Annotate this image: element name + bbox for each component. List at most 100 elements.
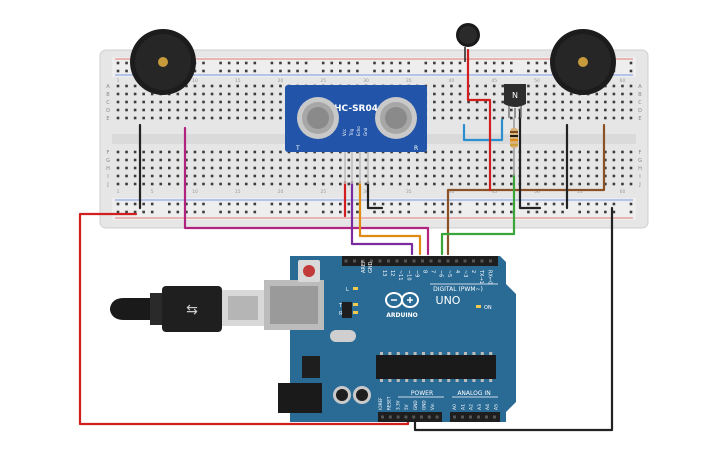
breadboard-hole xyxy=(296,182,299,186)
row-letter: B xyxy=(106,92,110,98)
rail-hole xyxy=(552,202,556,206)
wire-sensor-orange xyxy=(358,180,422,256)
breadboard-hole xyxy=(586,108,590,112)
rail-hole xyxy=(304,69,308,73)
rail-hole xyxy=(501,69,505,73)
breadboard-hole xyxy=(475,150,479,154)
rail-hole xyxy=(441,69,445,73)
column-number: 50 xyxy=(534,78,540,84)
breadboard-hole xyxy=(458,116,462,120)
breadboard-hole xyxy=(501,182,505,186)
breadboard-hole xyxy=(133,84,137,88)
rail-hole xyxy=(116,202,120,206)
breadboard-hole xyxy=(279,84,282,88)
digital-pin-label: 2 xyxy=(470,270,476,273)
breadboard-hole xyxy=(544,158,547,162)
rail-hole xyxy=(501,210,505,214)
rail-hole xyxy=(125,210,128,214)
header-hole xyxy=(412,259,416,263)
breadboard-hole xyxy=(535,174,539,178)
ultrasonic-sensor: HC-SR04 T R Vcc Trig Echo Gnd xyxy=(285,85,427,184)
header-hole xyxy=(396,415,400,419)
breadboard-hole xyxy=(356,174,359,178)
rail-hole xyxy=(244,69,248,73)
rail-hole xyxy=(475,202,479,206)
row-letter: F xyxy=(639,150,642,156)
rail-hole xyxy=(287,210,291,214)
wire-magenta-buzzer xyxy=(183,126,430,256)
breadboard-hole xyxy=(313,174,316,178)
breadboard-hole xyxy=(270,166,274,170)
rail-hole xyxy=(407,210,410,214)
breadboard-hole xyxy=(458,182,462,186)
breadboard-hole xyxy=(561,150,564,154)
header-hole xyxy=(395,259,399,263)
header-hole xyxy=(353,259,356,263)
sensor-pin-echo: Echo xyxy=(356,126,361,136)
sensor-right-tag: R xyxy=(414,145,418,152)
breadboard-hole xyxy=(621,92,624,96)
breadboard-hole xyxy=(321,158,325,162)
breadboard-hole xyxy=(227,158,231,162)
row-letter: D xyxy=(638,108,642,114)
breadboard-hole xyxy=(424,166,428,170)
column-number: 1 xyxy=(117,189,120,195)
breadboard-hole xyxy=(621,150,624,154)
chip-pin xyxy=(447,379,451,382)
rail-hole xyxy=(424,61,428,65)
breadboard-hole xyxy=(176,108,180,112)
breadboard-hole xyxy=(347,158,351,162)
rail-hole xyxy=(595,210,599,214)
breadboard-hole xyxy=(398,166,402,170)
breadboard-hole xyxy=(381,174,385,178)
breadboard-hole xyxy=(116,174,120,178)
breadboard-hole xyxy=(236,166,239,170)
rail-hole xyxy=(450,69,453,73)
rail-hole xyxy=(535,202,539,206)
breadboard-hole xyxy=(510,150,513,154)
breadboard-hole xyxy=(578,150,581,154)
breadboard-hole xyxy=(612,116,616,120)
rail-hole xyxy=(373,61,376,65)
rail-hole xyxy=(373,202,376,206)
breadboard-hole xyxy=(578,182,581,186)
breadboard-hole xyxy=(621,116,624,120)
breadboard-hole xyxy=(458,92,462,96)
breadboard-hole xyxy=(552,92,556,96)
rail-hole xyxy=(475,210,479,214)
rail-hole xyxy=(227,202,231,206)
breadboard-hole xyxy=(159,150,163,154)
rail-hole xyxy=(176,202,180,206)
breadboard-hole xyxy=(193,92,197,96)
chip-pin xyxy=(464,379,467,382)
rail-hole xyxy=(492,210,496,214)
rail-hole xyxy=(347,210,351,214)
breadboard-hole xyxy=(364,158,368,162)
breadboard-hole xyxy=(150,116,154,120)
breadboard-hole xyxy=(510,108,513,112)
breadboard-hole xyxy=(501,92,505,96)
l-led xyxy=(353,287,358,290)
rail-hole xyxy=(484,61,487,65)
breadboard-hole xyxy=(441,100,445,104)
breadboard-hole xyxy=(296,158,299,162)
breadboard-hole xyxy=(535,92,539,96)
breadboard-hole xyxy=(381,158,385,162)
column-number: 50 xyxy=(534,189,540,195)
breadboard-hole xyxy=(629,84,633,88)
rail-hole xyxy=(321,69,325,73)
breadboard-hole xyxy=(236,84,239,88)
header-hole xyxy=(370,259,373,263)
breadboard-hole xyxy=(116,116,120,120)
rail-hole xyxy=(168,202,171,206)
breadboard-hole xyxy=(236,116,239,120)
breadboard-hole xyxy=(262,100,265,104)
breadboard-hole xyxy=(552,166,556,170)
breadboard-hole xyxy=(390,158,393,162)
rail-hole xyxy=(381,210,385,214)
rail-hole xyxy=(510,61,513,65)
breadboard-hole xyxy=(142,100,145,104)
breadboard-hole xyxy=(552,150,556,154)
breadboard-hole xyxy=(373,158,376,162)
rail-hole xyxy=(510,202,513,206)
